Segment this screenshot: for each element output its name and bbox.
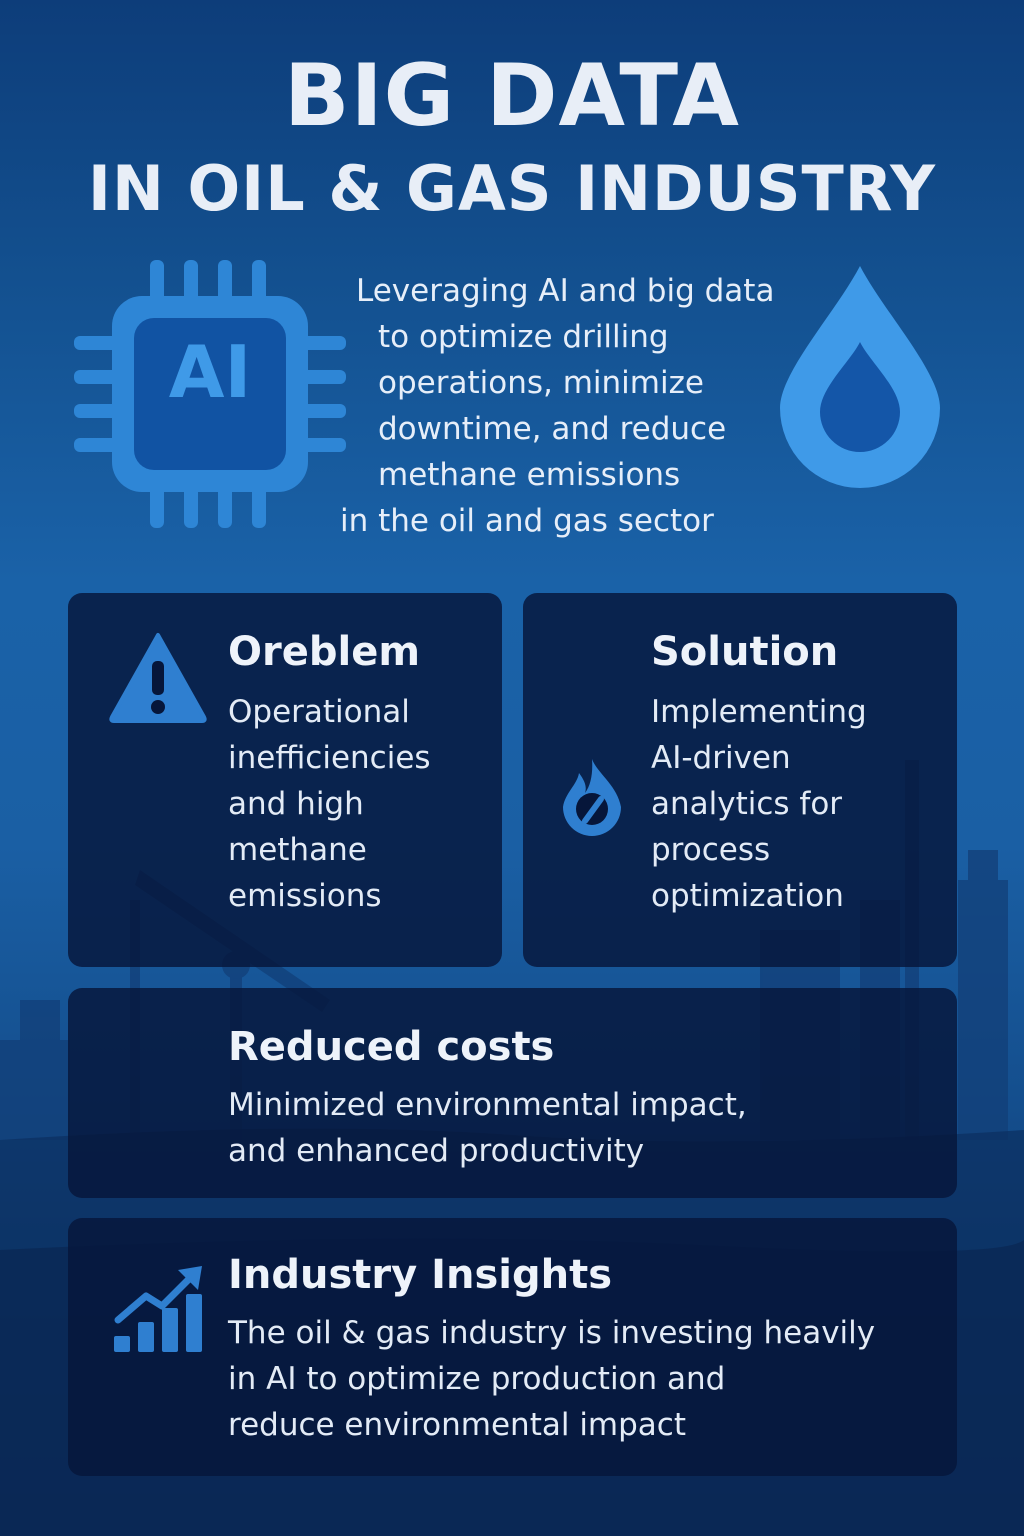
problem-line: inefficiencies bbox=[228, 740, 431, 776]
industry-insights-card: Industry Insights The oil & gas industry… bbox=[68, 1218, 957, 1476]
solution-title: Solution bbox=[651, 629, 839, 675]
problem-line: emissions bbox=[228, 878, 382, 914]
solution-text: Implementing AI-driven analytics for pro… bbox=[651, 689, 867, 919]
solution-line: analytics for bbox=[651, 786, 843, 822]
page-title-line2: IN OIL & GAS INDUSTRY bbox=[87, 152, 937, 225]
reduced-costs-text: Minimized environmental impact, and enha… bbox=[228, 1082, 747, 1174]
solution-line: Implementing bbox=[651, 694, 867, 730]
solution-card: Solution Implementing AI-driven analytic… bbox=[523, 593, 957, 967]
industry-insights-title: Industry Insights bbox=[228, 1252, 613, 1298]
warning-icon bbox=[109, 633, 207, 723]
growth-chart-icon bbox=[114, 1266, 202, 1352]
ai-chip-icon bbox=[74, 260, 346, 528]
reduced-costs-title: Reduced costs bbox=[228, 1024, 555, 1070]
intro-line: Leveraging AI and big data bbox=[356, 273, 775, 309]
solution-line: process bbox=[651, 832, 771, 868]
intro-line: to optimize drilling bbox=[378, 319, 669, 355]
industry-insights-text: The oil & gas industry is investing heav… bbox=[228, 1310, 875, 1448]
reduced-costs-line: and enhanced productivity bbox=[228, 1133, 645, 1169]
flame-icon bbox=[563, 759, 621, 836]
oil-drop-icon bbox=[780, 266, 940, 488]
industry-insights-line: in AI to optimize production and bbox=[228, 1361, 726, 1397]
reduced-costs-card: Reduced costs Minimized environmental im… bbox=[68, 988, 957, 1198]
problem-title: Oreblem bbox=[228, 629, 421, 675]
ai-chip-label: AI bbox=[168, 330, 252, 414]
intro-line: operations, minimize bbox=[378, 365, 704, 401]
problem-card: Oreblem Operational inefficiencies and h… bbox=[68, 593, 502, 967]
solution-line: AI-driven bbox=[651, 740, 791, 776]
industry-insights-line: The oil & gas industry is investing heav… bbox=[228, 1315, 876, 1351]
intro-line: downtime, and reduce bbox=[378, 411, 727, 447]
problem-line: Operational bbox=[228, 694, 410, 730]
intro-text: Leveraging AI and big data to optimize d… bbox=[330, 268, 775, 544]
intro-line: methane emissions bbox=[378, 457, 681, 493]
solution-line: optimization bbox=[651, 878, 844, 914]
page-title-line1: BIG DATA bbox=[284, 46, 740, 146]
industry-insights-line: reduce environmental impact bbox=[228, 1407, 687, 1443]
problem-line: methane bbox=[228, 832, 367, 868]
reduced-costs-line: Minimized environmental impact, bbox=[228, 1087, 747, 1123]
intro-line: in the oil and gas sector bbox=[340, 503, 714, 539]
problem-text: Operational inefficiencies and high meth… bbox=[228, 689, 431, 919]
problem-line: and high bbox=[228, 786, 364, 822]
